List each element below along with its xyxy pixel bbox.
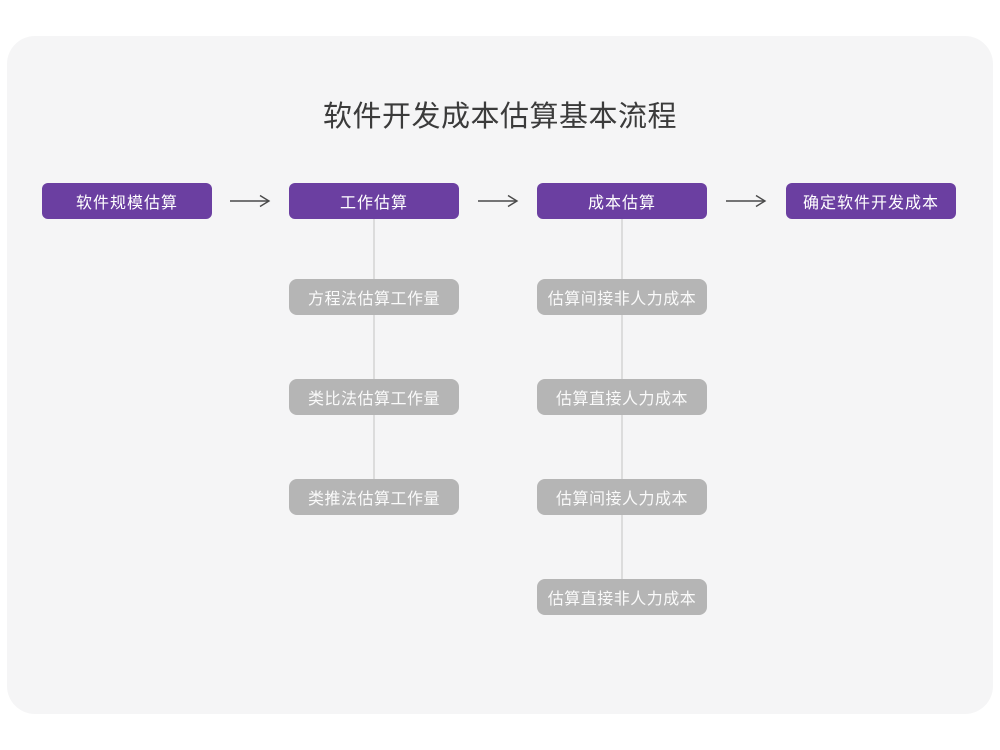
node-label: 工作估算 <box>339 195 408 212</box>
arrow-right-icon <box>725 194 767 208</box>
substep-label: 估算直接人力成本 <box>555 391 688 408</box>
substep-label: 类推法估算工作量 <box>307 491 440 508</box>
substep-direct-non-labor-cost: 估算直接非人力成本 <box>537 579 707 615</box>
node-label: 软件规模估算 <box>75 195 178 212</box>
node-software-scale-estimation: 软件规模估算 <box>42 183 212 219</box>
node-determine-software-dev-cost: 确定软件开发成本 <box>786 183 956 219</box>
diagram-title: 软件开发成本估算基本流程 <box>322 101 677 133</box>
substep-label: 类比法估算工作量 <box>307 391 440 408</box>
substep-indirect-non-labor-cost: 估算间接非人力成本 <box>537 279 707 315</box>
substep-label: 估算间接人力成本 <box>555 491 688 508</box>
substep-label: 估算间接非人力成本 <box>547 291 697 308</box>
substep-label: 方程法估算工作量 <box>307 291 440 308</box>
connector-line-work-estimation <box>373 219 375 487</box>
substep-extrapolation-method-effort: 类推法估算工作量 <box>289 479 459 515</box>
substep-label: 估算直接非人力成本 <box>547 591 697 608</box>
diagram-card <box>7 36 993 714</box>
arrow-right-icon <box>477 194 519 208</box>
node-label: 确定软件开发成本 <box>802 195 939 212</box>
substep-indirect-labor-cost: 估算间接人力成本 <box>537 479 707 515</box>
substep-direct-labor-cost: 估算直接人力成本 <box>537 379 707 415</box>
arrow-right-icon <box>229 194 271 208</box>
node-cost-estimation: 成本估算 <box>537 183 707 219</box>
substep-analogy-method-effort: 类比法估算工作量 <box>289 379 459 415</box>
node-work-estimation: 工作估算 <box>289 183 459 219</box>
node-label: 成本估算 <box>587 195 656 212</box>
substep-equation-method-effort: 方程法估算工作量 <box>289 279 459 315</box>
